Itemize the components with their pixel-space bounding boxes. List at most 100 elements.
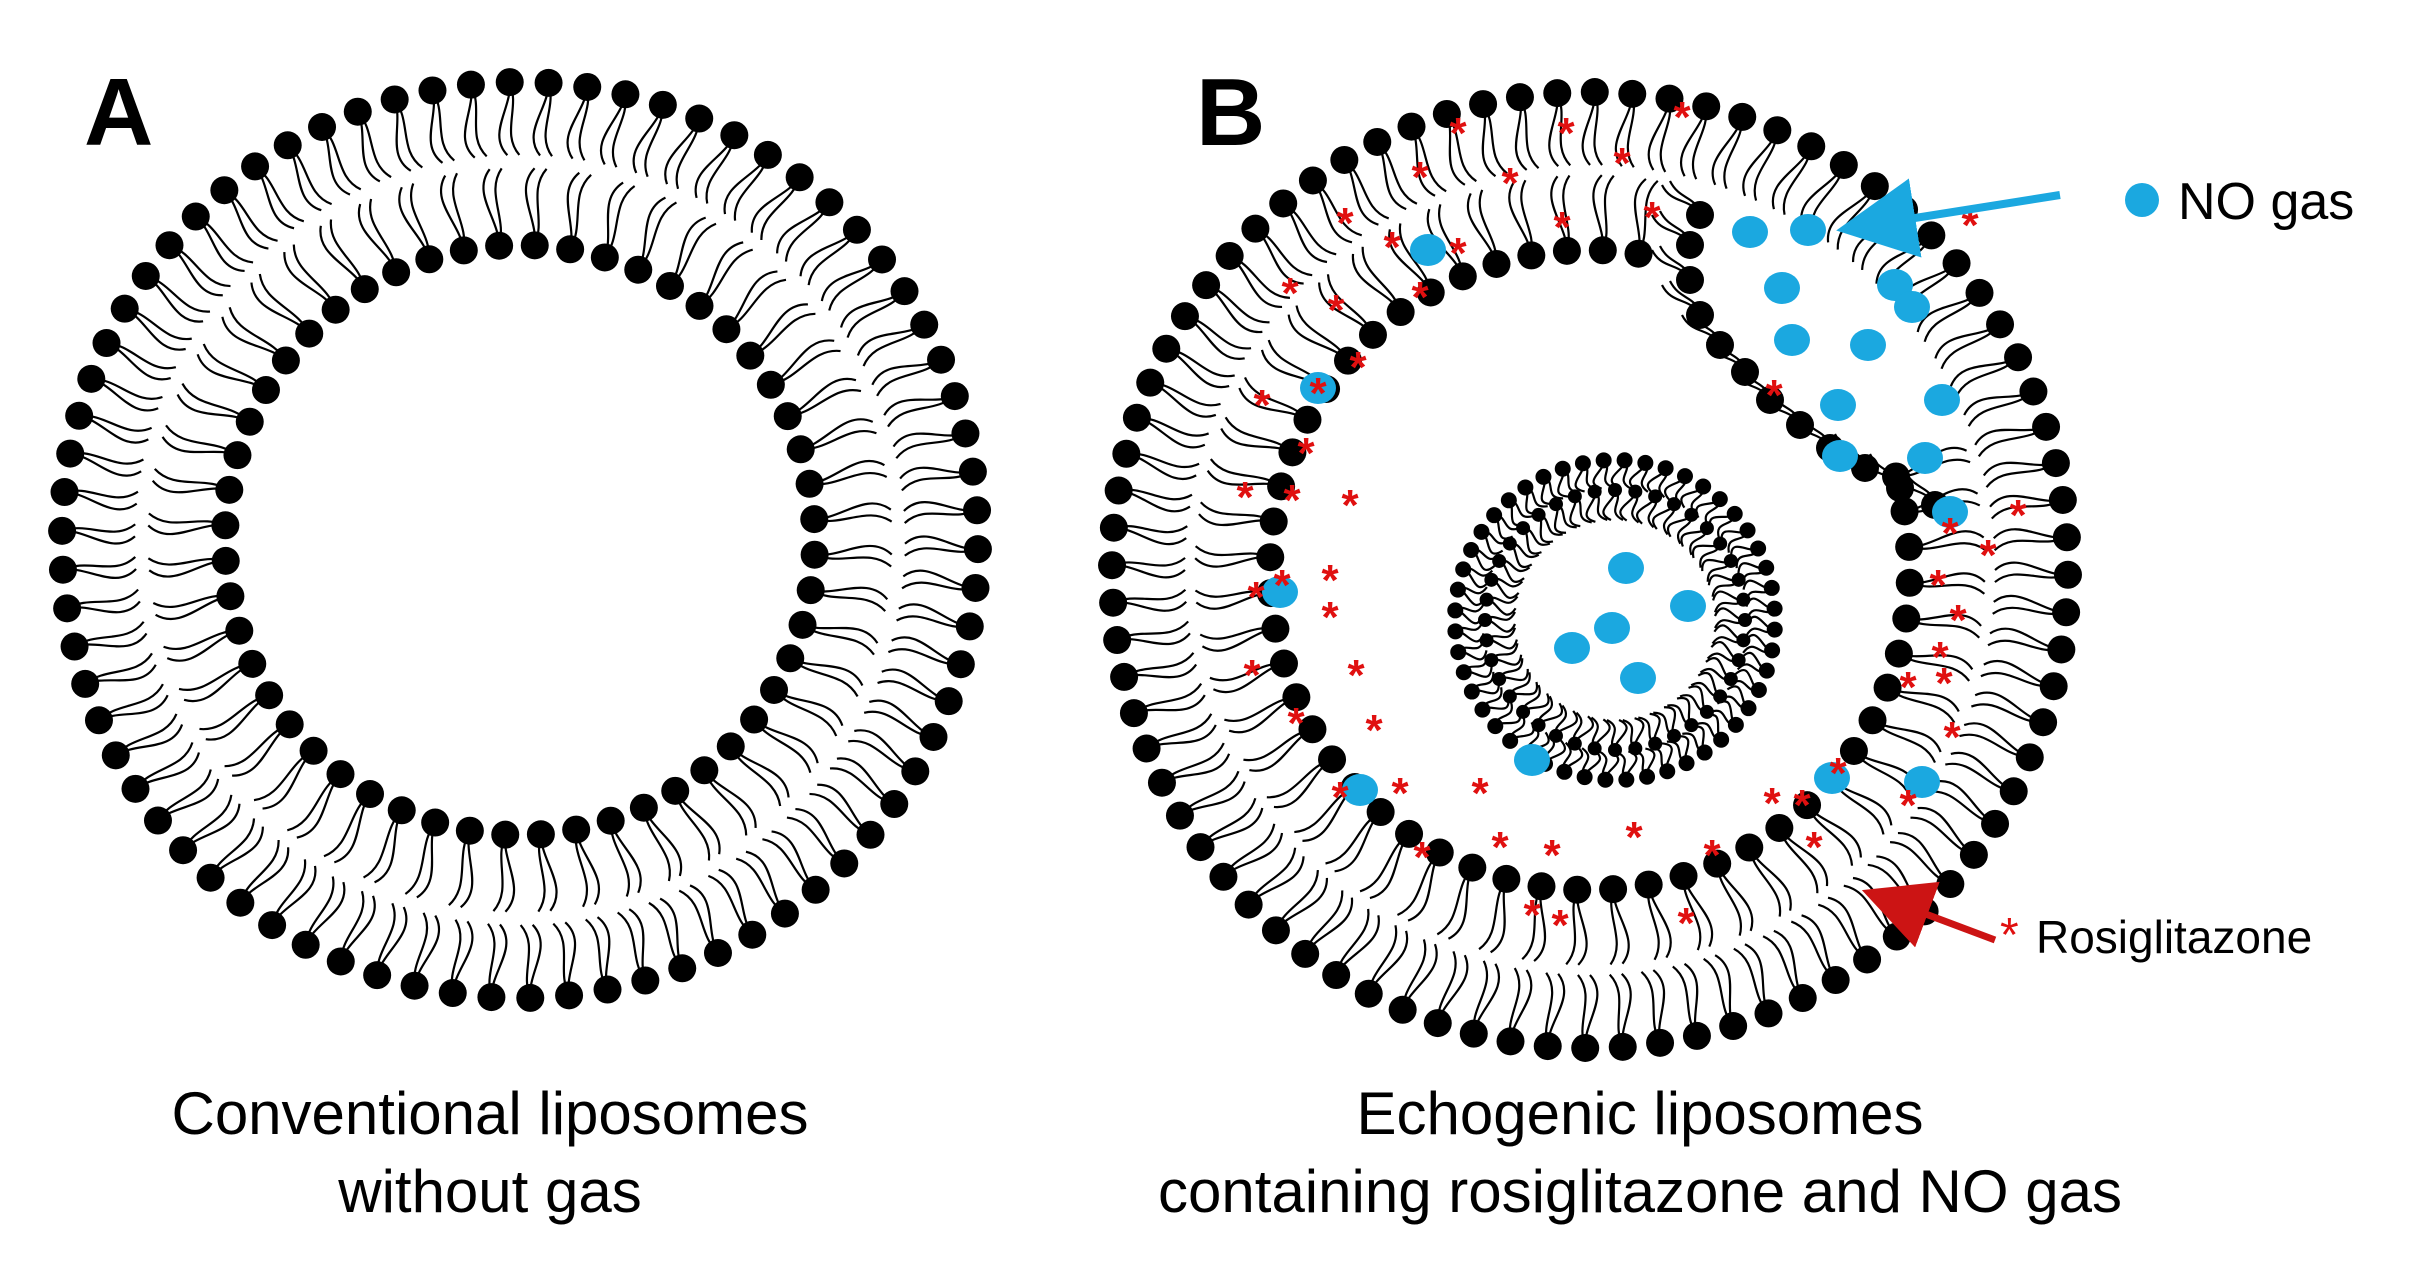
no-gas-bubble (1670, 590, 1706, 622)
lipid-head (555, 981, 584, 1010)
lipid-head (1829, 150, 1858, 179)
rosiglitazone-asterisk: * (1327, 286, 1345, 335)
lipid-head (1502, 732, 1519, 749)
lipid-head (380, 85, 409, 114)
rosiglitazone-asterisk: * (1763, 779, 1781, 828)
rosiglitazone-asterisk: * (1297, 429, 1315, 478)
panel-label-b: B (1196, 59, 1266, 166)
rosiglitazone-asterisk: * (1411, 273, 1429, 322)
lipid-head (1527, 872, 1556, 901)
rosiglitazone-asterisk: * (1383, 223, 1401, 272)
lipid-head (1531, 507, 1546, 522)
lipid-head (703, 939, 732, 968)
panel-b-caption: Echogenic liposomes containing rosiglita… (1080, 1075, 2200, 1231)
lipid-head (1535, 468, 1552, 485)
lipid-head (1576, 769, 1593, 786)
lipid-head (1726, 505, 1743, 522)
rosiglitazone-asterisk: * (1677, 899, 1695, 948)
no-gas-bubble (1764, 272, 1800, 304)
no-gas-bubble (1814, 762, 1850, 794)
no-gas-bubble (1850, 329, 1886, 361)
lipid-head (624, 255, 653, 284)
lipid-head (1676, 266, 1704, 294)
lipid-head (1261, 916, 1290, 945)
lipid-head (1892, 604, 1921, 633)
lipid-head (1267, 472, 1296, 501)
lipid-head (1634, 870, 1663, 899)
lipid-head (1895, 568, 1924, 597)
lipid-head (1482, 249, 1511, 278)
lipid-head (1669, 862, 1698, 891)
lipid-head (1618, 771, 1635, 788)
lipid-head (1447, 602, 1464, 619)
lipid-head (1098, 551, 1127, 580)
no-gas-bubble (1554, 632, 1590, 664)
lipid-head (815, 188, 844, 217)
lipid-head (1492, 864, 1521, 893)
rosiglitazone-asterisk: * (1935, 659, 1953, 708)
lipid-head (1736, 633, 1751, 648)
rosiglitazone-asterisk: * (1471, 769, 1489, 818)
lipid-head (2019, 377, 2048, 406)
lipid-head (1455, 561, 1472, 578)
lipid-head (526, 820, 555, 849)
lipid-head (343, 97, 372, 126)
lipid-head (299, 736, 328, 765)
lipid-head (1469, 90, 1498, 119)
lipid-head (110, 294, 139, 323)
lipid-head (1119, 699, 1148, 728)
lipid-head (1423, 1009, 1452, 1038)
lipid-head (1695, 478, 1712, 495)
lipid-head (1333, 346, 1362, 375)
lipid-head (1463, 683, 1480, 700)
rosiglitazone-asterisk: * (1247, 573, 1265, 622)
lipid-head (1766, 621, 1783, 638)
lipid-head (1884, 639, 1913, 668)
lipid-head (1723, 553, 1738, 568)
panel-a-caption: Conventional liposomes without gas (80, 1075, 900, 1231)
no-gas-bubble (1410, 234, 1446, 266)
lipid-head (449, 236, 478, 265)
lipid-head (1588, 236, 1617, 265)
rosiglitazone-asterisk: * (1341, 481, 1359, 530)
rosiglitazone-asterisk: * (1551, 901, 1569, 950)
lipid-head (520, 231, 549, 260)
no-gas-bubble (1262, 576, 1298, 608)
lipid-head (1655, 84, 1684, 113)
rosiglitazone-asterisk: * (1411, 153, 1429, 202)
lipid-head (668, 954, 697, 983)
lipid-head (421, 808, 450, 837)
lipid-head (215, 475, 244, 504)
rosiglitazone-asterisk: * (1899, 781, 1917, 830)
lipid-head (1103, 626, 1132, 655)
panel-a-caption-line2: without gas (338, 1158, 642, 1225)
rosiglitazone-asterisk: * (1309, 369, 1327, 418)
lipid-head (1667, 728, 1682, 743)
lipid-head (1599, 875, 1628, 904)
lipid-head (800, 540, 829, 569)
lipid-head (273, 131, 302, 160)
lipid-head (685, 104, 714, 133)
lipid-head (1860, 172, 1889, 201)
lipid-head (1624, 239, 1653, 268)
no-gas-bubble (1300, 372, 1336, 404)
lipid-head (770, 899, 799, 928)
lipid-head (1719, 1012, 1748, 1041)
lipid-head (1713, 689, 1728, 704)
lipid-head (573, 72, 602, 101)
echogenic-liposome: ****************************************… (1098, 78, 2082, 1062)
lipid-head (1416, 278, 1445, 307)
no-gas-bubble (1620, 662, 1656, 694)
lipid-head (1554, 460, 1571, 477)
lipid-head (1450, 644, 1467, 661)
lipid-head (1517, 479, 1534, 496)
lipid-head (1595, 452, 1612, 469)
lipid-head (1686, 201, 1714, 229)
lipid-head (1291, 939, 1320, 968)
rosiglitazone-asterisk: * (1793, 781, 1811, 830)
no-gas-bubble (1924, 384, 1960, 416)
lipid-head (685, 291, 714, 320)
lipid-head (1616, 452, 1633, 469)
lipid-head (958, 457, 987, 486)
lipid-head (2052, 598, 2081, 627)
